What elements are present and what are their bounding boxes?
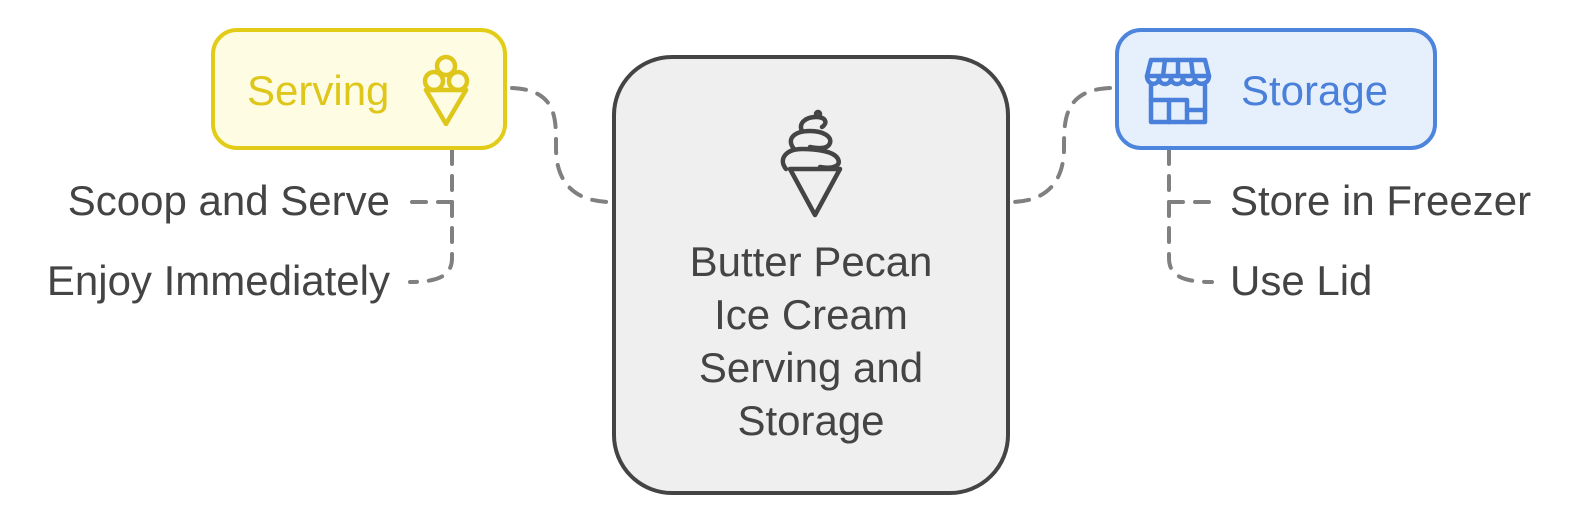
storage-label: Storage [1241, 67, 1389, 114]
center-topic-node: Butter Pecan Ice Cream Serving and Stora… [612, 55, 1010, 495]
serving-child-enjoy: Enjoy Immediately [46, 257, 390, 304]
ice-cream-cone-icon [422, 54, 470, 126]
center-title: Butter Pecan Ice Cream Serving and Stora… [689, 238, 933, 444]
soft-serve-cone-icon [780, 109, 843, 218]
connector-serving-scoop [408, 148, 454, 204]
serving-label: Serving [247, 67, 390, 114]
storage-node: Storage [1115, 28, 1437, 150]
connector-storage-freezer [1167, 148, 1214, 204]
storage-child-lid: Use Lid [1230, 257, 1373, 304]
storefront-icon [1144, 57, 1212, 125]
serving-node: Serving [211, 28, 507, 150]
connector-storage-center [1008, 86, 1112, 204]
connector-storage-lid [1167, 200, 1214, 284]
storage-child-freezer: Store in Freezer [1230, 177, 1532, 224]
connector-serving-enjoy [408, 200, 454, 284]
connector-serving-center [510, 86, 614, 204]
serving-child-scoop: Scoop and Serve [67, 177, 390, 224]
